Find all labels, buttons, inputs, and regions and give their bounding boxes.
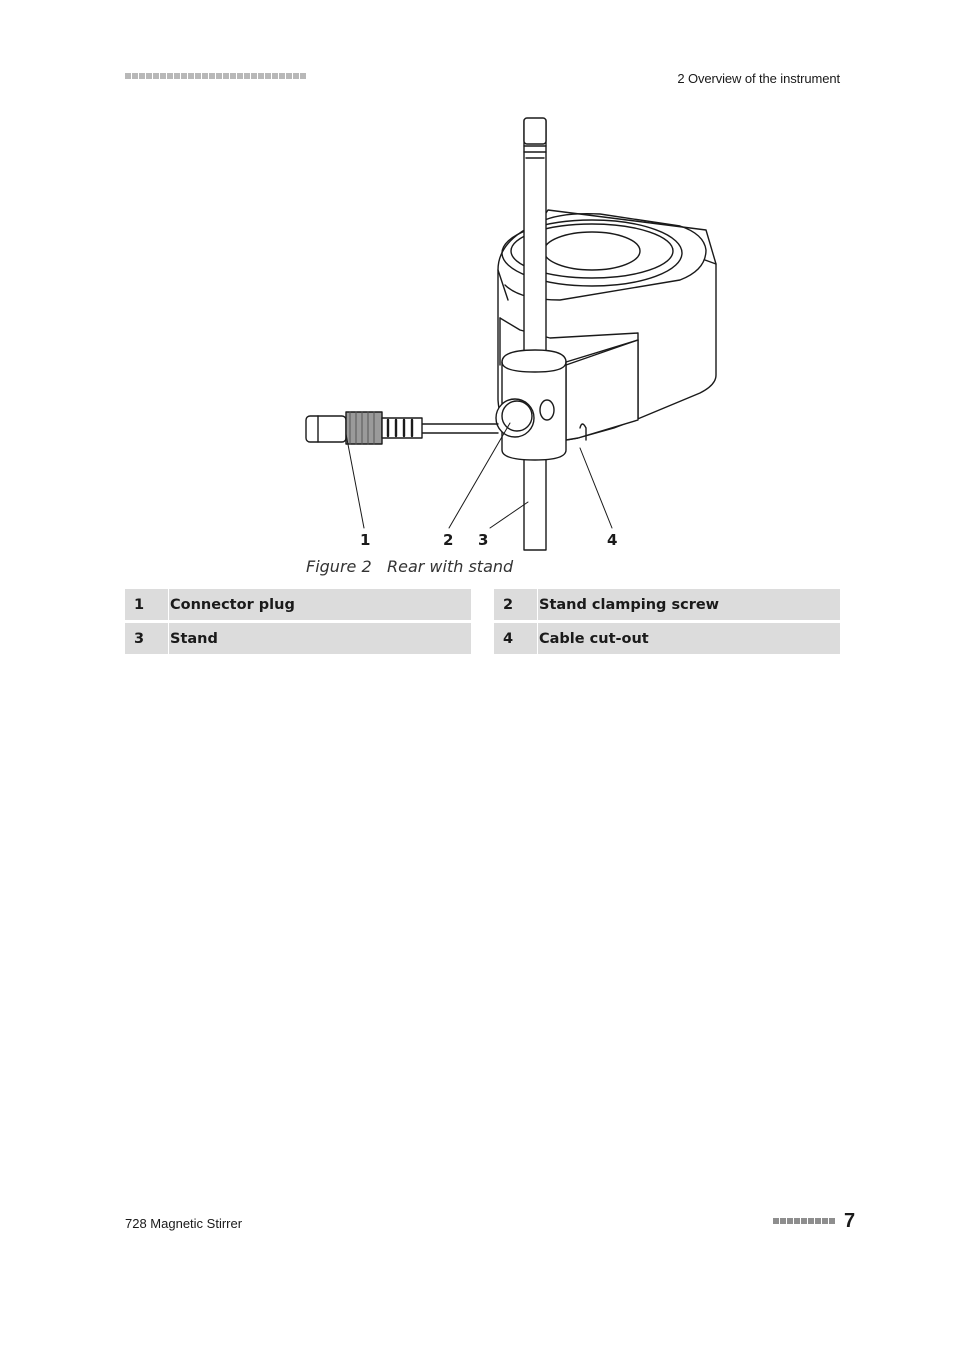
callout-1: 1 <box>360 531 371 549</box>
callout-4: 4 <box>607 531 618 549</box>
callout-3: 3 <box>478 531 489 549</box>
figure-caption-text: Rear with stand <box>387 557 514 576</box>
cable <box>419 423 499 434</box>
legend-item: 2 Stand clamping screw <box>494 589 840 620</box>
legend-item: 3 Stand <box>125 623 471 654</box>
instrument-rear-illustration <box>305 117 717 551</box>
legend-number: 2 <box>494 589 538 620</box>
header-decoration <box>125 73 306 79</box>
figure-number: Figure 2 <box>306 557 372 576</box>
connector-plug <box>305 411 423 445</box>
product-name: 728 Magnetic Stirrer <box>125 1216 243 1231</box>
legend-label: Stand <box>170 630 218 647</box>
legend-number: 4 <box>494 623 538 654</box>
callout-2: 2 <box>443 531 454 549</box>
figure-caption: Figure 2 Rear with stand <box>306 557 513 576</box>
clamping-screw <box>495 398 535 438</box>
stand-rod <box>523 117 547 551</box>
section-title: 2 Overview of the instrument <box>677 71 840 86</box>
legend-item: 1 Connector plug <box>125 589 471 620</box>
footer-decoration <box>773 1218 835 1224</box>
leader-lines <box>345 422 613 529</box>
legend-number: 3 <box>125 623 169 654</box>
legend-label: Stand clamping screw <box>539 596 720 613</box>
page-number: 7 <box>844 1210 856 1232</box>
legend-label: Cable cut-out <box>539 630 649 647</box>
legend-number: 1 <box>125 589 169 620</box>
legend-label: Connector plug <box>170 596 295 613</box>
legend-item: 4 Cable cut-out <box>494 623 840 654</box>
